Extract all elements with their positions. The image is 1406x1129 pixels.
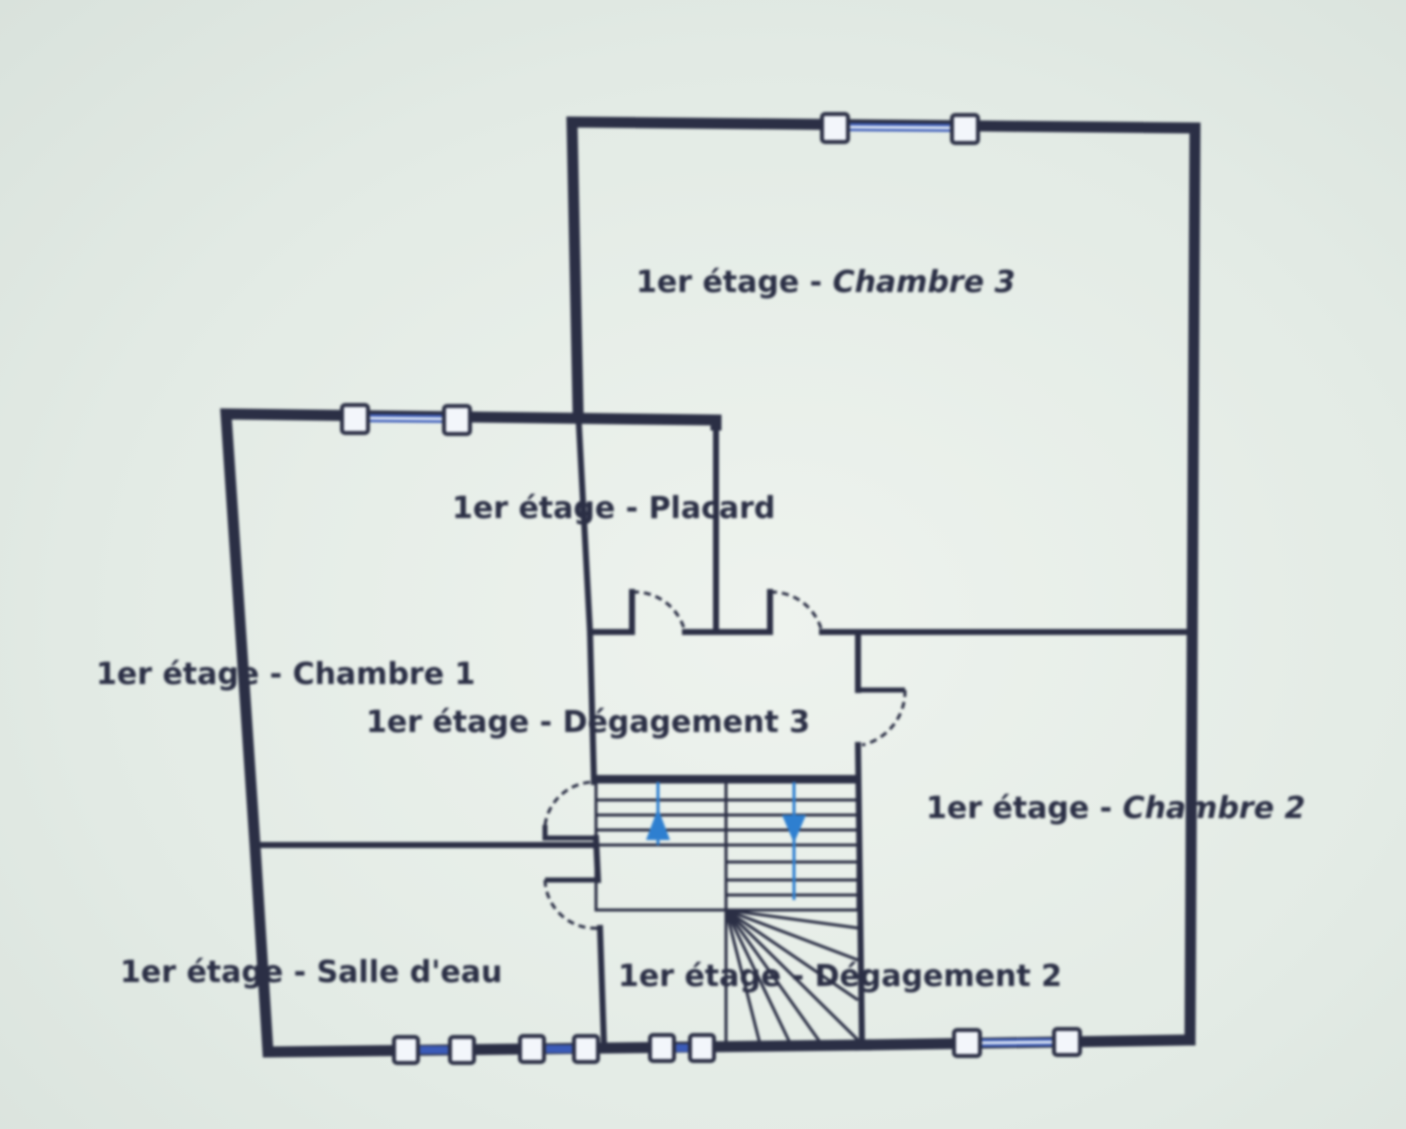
wall-chambre-1-right bbox=[586, 628, 598, 786]
staircase bbox=[594, 780, 860, 1045]
window-chambre-1 bbox=[340, 403, 472, 436]
door-chambre-1 bbox=[543, 780, 595, 826]
room-label-degagement-2: 1er étage - Dégagement 2 bbox=[618, 959, 1062, 994]
window-degagement-2 bbox=[648, 1033, 716, 1063]
room-label-placard: 1er étage - Placard bbox=[452, 491, 775, 526]
room-label-chambre-2: 1er étage - Chambre 2 bbox=[926, 791, 1305, 826]
walls bbox=[220, 116, 1201, 1058]
window-salle-deau-1 bbox=[392, 1035, 476, 1065]
door-chambre-2 bbox=[861, 689, 907, 747]
door-placard-left bbox=[631, 590, 687, 633]
wall-left-block-outline bbox=[220, 408, 872, 1058]
room-label-chambre-1: 1er étage - Chambre 1 bbox=[96, 657, 475, 692]
window-chambre-2 bbox=[952, 1027, 1082, 1058]
windows bbox=[340, 112, 1082, 1065]
stair-down-arrow-icon bbox=[782, 815, 806, 843]
room-label-chambre-3: 1er étage - Chambre 3 bbox=[636, 265, 1015, 300]
room-labels: 1er étage - Chambre 3 1er étage - Placar… bbox=[96, 265, 1305, 994]
door-salle-deau bbox=[543, 879, 601, 930]
room-label-salle-deau: 1er étage - Salle d'eau bbox=[120, 955, 502, 990]
window-chambre-3 bbox=[820, 112, 980, 145]
door-placard-right bbox=[769, 590, 824, 633]
stair-up-arrow-icon bbox=[646, 808, 670, 840]
wall-placard-left bbox=[574, 404, 594, 636]
room-label-degagement-3: 1er étage - Dégagement 3 bbox=[366, 705, 810, 740]
stair-arrows bbox=[646, 782, 806, 900]
wall-chambre-3-outline bbox=[566, 116, 1201, 1046]
doors bbox=[543, 590, 907, 930]
door-jambs bbox=[542, 687, 905, 883]
window-salle-deau-2 bbox=[518, 1034, 600, 1064]
wall-chambre-3-bottom bbox=[587, 589, 635, 635]
